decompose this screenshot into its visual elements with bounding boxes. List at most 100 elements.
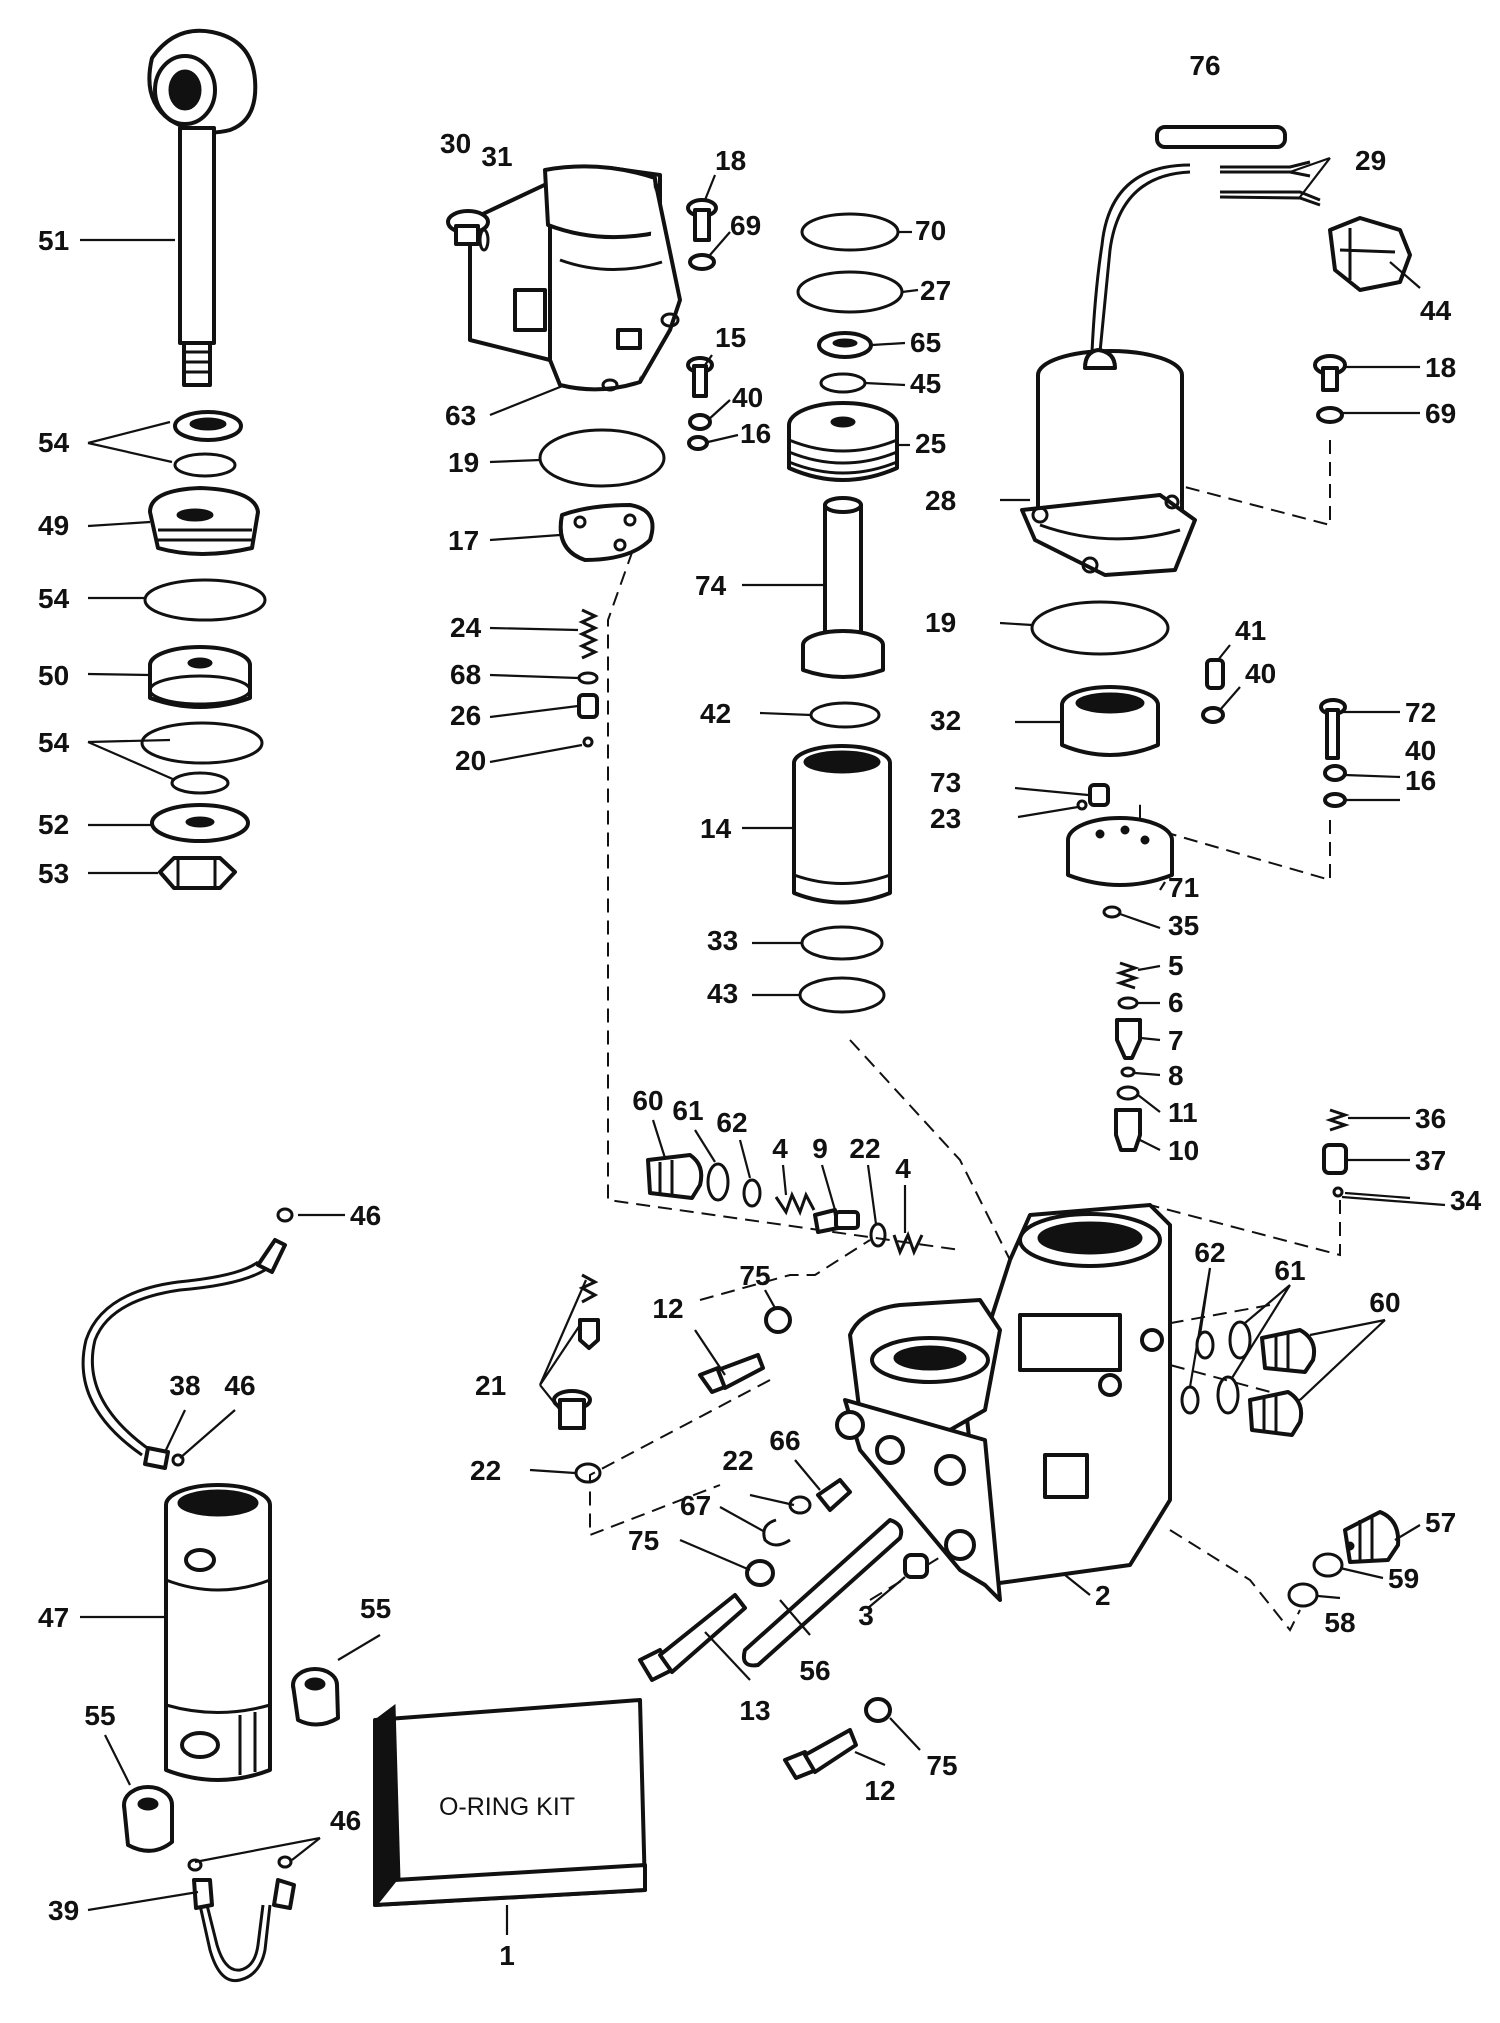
callout: 41 bbox=[1235, 615, 1266, 646]
callout: 63 bbox=[445, 400, 476, 431]
leader-lines bbox=[80, 156, 1446, 1935]
seal-65 bbox=[817, 331, 873, 359]
callout: 1 bbox=[499, 1940, 515, 1971]
callout: 61 bbox=[672, 1095, 703, 1126]
o-ring-33 bbox=[800, 925, 884, 961]
clip-67 bbox=[762, 1518, 791, 1547]
callout: 4 bbox=[895, 1153, 911, 1184]
cap-49 bbox=[148, 486, 260, 556]
callout: 71 bbox=[1168, 872, 1199, 903]
pump-71 bbox=[1066, 816, 1174, 887]
o-ring-11 bbox=[1116, 1085, 1140, 1101]
callout: 56 bbox=[799, 1655, 830, 1686]
callout: 27 bbox=[920, 275, 951, 306]
ring-70 bbox=[800, 212, 900, 252]
callout: 69 bbox=[730, 210, 761, 241]
callout: 25 bbox=[915, 428, 946, 459]
callout: 28 bbox=[925, 485, 956, 516]
o-ring-27 bbox=[796, 270, 904, 314]
spring-4b bbox=[892, 1231, 924, 1256]
callout: 36 bbox=[1415, 1103, 1446, 1134]
callout: 33 bbox=[707, 925, 738, 956]
manifold-body-2 bbox=[835, 1203, 1172, 1602]
fitting-60 bbox=[646, 1153, 704, 1200]
callout: 54 bbox=[38, 727, 70, 758]
spring-4 bbox=[774, 1191, 816, 1216]
fitting-66 bbox=[816, 1478, 852, 1512]
bushing-55b bbox=[122, 1785, 174, 1853]
reservoir-63 bbox=[468, 164, 682, 392]
callout: 2 bbox=[1095, 1580, 1111, 1611]
callout: 39 bbox=[48, 1895, 79, 1926]
fitting-38 bbox=[143, 1446, 170, 1470]
bushing-55 bbox=[291, 1667, 340, 1727]
callout: 62 bbox=[716, 1107, 747, 1138]
callout: 8 bbox=[1168, 1060, 1184, 1091]
o-ring-54c bbox=[170, 771, 230, 795]
callout: 30 bbox=[440, 128, 471, 159]
washer-40 bbox=[688, 413, 712, 431]
callout: 51 bbox=[38, 225, 69, 256]
washer-69b bbox=[1316, 406, 1344, 424]
o-ring-54 bbox=[143, 578, 267, 622]
callout: 67 bbox=[680, 1490, 711, 1521]
fitting-60c bbox=[1248, 1390, 1304, 1437]
washer-69 bbox=[688, 253, 716, 271]
valve-26 bbox=[577, 693, 599, 719]
spring-5 bbox=[1115, 961, 1140, 990]
callout: 47 bbox=[38, 1602, 69, 1633]
callout: 40 bbox=[1245, 658, 1276, 689]
screw-15 bbox=[686, 356, 714, 398]
callout: 31 bbox=[481, 141, 512, 172]
callout: 75 bbox=[926, 1750, 957, 1781]
assembly-guide-lines bbox=[589, 440, 1341, 1632]
callout: 73 bbox=[930, 767, 961, 798]
callout: 13 bbox=[739, 1695, 770, 1726]
callout: 29 bbox=[1355, 145, 1386, 176]
o-ring-45 bbox=[819, 372, 867, 394]
hydraulic-line-46 bbox=[81, 1207, 294, 1457]
screw-41 bbox=[1205, 658, 1225, 690]
callout: 76 bbox=[1189, 50, 1220, 81]
terminals-29 bbox=[1219, 160, 1321, 207]
callout: 22 bbox=[849, 1133, 880, 1164]
coupler-32 bbox=[1060, 685, 1160, 757]
ring-42 bbox=[809, 701, 881, 729]
rod-seal-54 bbox=[173, 410, 243, 478]
callout: 20 bbox=[455, 745, 486, 776]
callout: 19 bbox=[448, 447, 479, 478]
callout: 34 bbox=[1450, 1185, 1482, 1216]
callout: 4 bbox=[772, 1133, 788, 1164]
callout: 75 bbox=[628, 1525, 659, 1556]
o-ring-22 bbox=[869, 1222, 887, 1248]
o-ring-19 bbox=[538, 428, 666, 488]
callout: 24 bbox=[450, 612, 482, 643]
callout: 35 bbox=[1168, 910, 1199, 941]
callout: 23 bbox=[930, 803, 961, 834]
callout: 17 bbox=[448, 525, 479, 556]
rod-74 bbox=[801, 496, 885, 679]
callout: 55 bbox=[84, 1700, 115, 1731]
callout: 40 bbox=[732, 382, 763, 413]
callout: 66 bbox=[769, 1425, 800, 1456]
callout: 70 bbox=[915, 215, 946, 246]
ball-34 bbox=[1332, 1186, 1344, 1198]
hydraulic-line-39 bbox=[187, 1855, 296, 1983]
callout: 10 bbox=[1168, 1135, 1199, 1166]
cylinder-14 bbox=[792, 744, 892, 905]
callout: 32 bbox=[930, 705, 961, 736]
screw-72 bbox=[1319, 698, 1347, 760]
callout: 42 bbox=[700, 698, 731, 729]
callout: 53 bbox=[38, 858, 69, 889]
callout: 11 bbox=[1168, 1097, 1198, 1128]
callout: 60 bbox=[632, 1085, 663, 1116]
callout: 46 bbox=[350, 1200, 381, 1231]
callout: 61 bbox=[1274, 1255, 1305, 1286]
callout: 75 bbox=[739, 1260, 770, 1291]
screw-18 bbox=[686, 198, 718, 242]
callout: 40 bbox=[1405, 735, 1436, 766]
callout: 46 bbox=[330, 1805, 361, 1836]
valve-9 bbox=[813, 1208, 860, 1234]
callout: 9 bbox=[812, 1133, 828, 1164]
